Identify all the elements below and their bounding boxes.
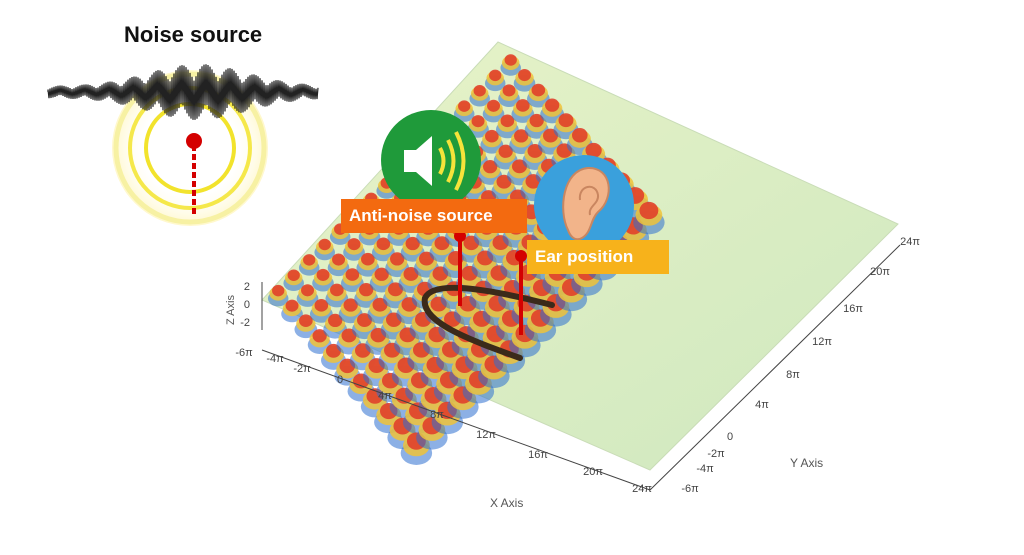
y-tick-label: 4π xyxy=(755,399,769,411)
x-tick-label: 8π xyxy=(430,409,444,421)
x-tick-label: 16π xyxy=(528,449,548,461)
x-tick-label: 24π xyxy=(632,483,652,495)
y-tick-label: 8π xyxy=(786,369,800,381)
sound-path xyxy=(421,284,555,361)
wave-peak xyxy=(283,269,304,292)
wave-peak xyxy=(309,299,333,323)
wave-peak xyxy=(524,113,549,139)
wave-peak xyxy=(296,284,319,307)
wave-peak xyxy=(400,236,425,262)
wave-peak xyxy=(343,238,365,261)
wave-peak xyxy=(469,84,490,107)
wave-peak xyxy=(509,129,534,155)
wave-peak xyxy=(340,268,364,292)
wave-peak xyxy=(633,201,665,235)
anti-noise-source-label: Anti-noise source xyxy=(341,199,527,233)
wave-peak xyxy=(498,84,520,108)
x-axis-label: X Axis xyxy=(490,496,523,510)
wave-peak xyxy=(281,299,303,323)
y-tick-label: -2π xyxy=(707,448,725,460)
noise-ring-inner xyxy=(144,102,236,194)
y-tick-label: 0 xyxy=(727,431,733,443)
wave-peak xyxy=(371,237,395,262)
z-axis-ticks: 2 0 -2 xyxy=(240,281,250,329)
wave-peak xyxy=(482,99,505,123)
wave-peak xyxy=(314,238,335,261)
y-tick-label: -4π xyxy=(696,463,714,475)
ear-position-label: Ear position xyxy=(527,240,669,274)
y-axis-ticks: -6π -4π -2π0 4π 8π 12π 16π 20π 24π xyxy=(681,236,920,495)
x-tick-label: 20π xyxy=(583,466,603,478)
y-axis-label: Y Axis xyxy=(790,456,823,470)
x-tick-label: 12π xyxy=(476,429,496,441)
x-axis-ticks: -6π -4π -2π 0 4π 8π 12π 16π 20π 24π xyxy=(235,347,652,495)
x-tick-label: -4π xyxy=(266,353,284,365)
noise-source-title: Noise source xyxy=(124,22,263,47)
wave-peak xyxy=(298,254,320,276)
wave-peak xyxy=(513,68,536,92)
ear-marker xyxy=(515,250,527,335)
wave-peak xyxy=(312,268,334,292)
z-tick-label: 2 xyxy=(244,281,250,293)
y-tick-label: 20π xyxy=(870,266,890,278)
wave-peak xyxy=(500,54,521,76)
wave-peak xyxy=(294,314,318,339)
speaker-icon xyxy=(381,110,481,210)
wave-peak xyxy=(526,83,550,108)
wave-peak xyxy=(327,253,350,277)
wave-peak xyxy=(267,284,289,307)
wave-peak xyxy=(374,402,404,434)
x-tick-label: -6π xyxy=(235,347,253,359)
z-axis-label: Z Axis xyxy=(225,295,237,325)
x-tick-label: 0 xyxy=(337,374,343,386)
y-tick-label: 16π xyxy=(843,303,863,315)
wave-peak xyxy=(453,100,475,122)
noise-marker-head xyxy=(186,133,202,149)
y-tick-label: -6π xyxy=(681,483,699,495)
wave-peak xyxy=(478,160,503,185)
x-axis-line xyxy=(261,349,651,491)
wave-peak xyxy=(325,283,349,308)
noise-source-emitter xyxy=(47,64,319,226)
wave-peak xyxy=(385,252,410,278)
wave-peak xyxy=(511,99,535,123)
wave-peak xyxy=(480,129,504,154)
z-tick-label: -2 xyxy=(240,317,250,329)
y-tick-label: 24π xyxy=(900,236,920,248)
wave-peak xyxy=(356,252,380,277)
anti-noise-marker xyxy=(454,230,466,306)
wave-peak xyxy=(484,69,506,92)
x-tick-label: 4π xyxy=(378,390,392,402)
waveform-icon xyxy=(47,64,319,120)
wave-peak xyxy=(495,114,519,139)
y-axis-line xyxy=(649,244,901,491)
ear-icon xyxy=(534,155,634,255)
y-tick-label: 12π xyxy=(812,336,832,348)
x-tick-label: -2π xyxy=(293,363,311,375)
z-tick-label: 0 xyxy=(244,299,250,311)
